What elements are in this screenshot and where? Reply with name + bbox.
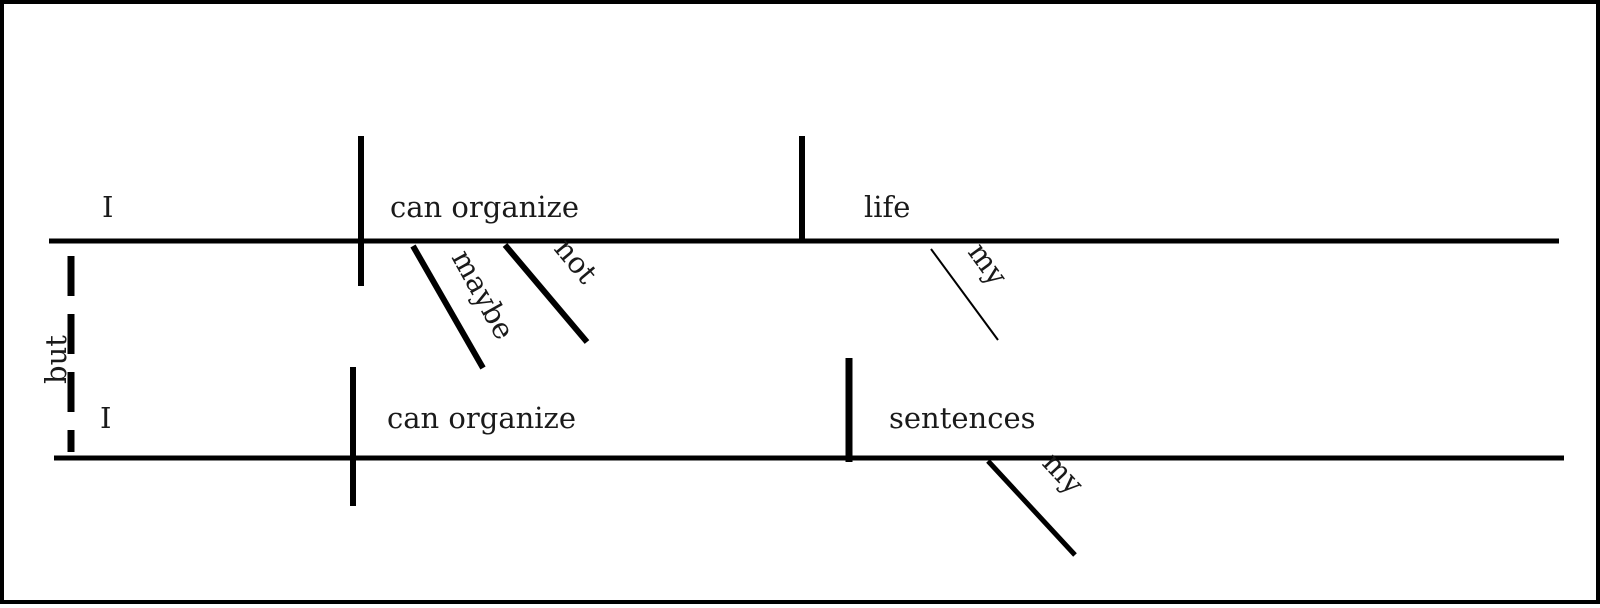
clause-1-object: life bbox=[864, 190, 910, 224]
clause-2-subject: I bbox=[100, 401, 111, 435]
modifier-not-line bbox=[502, 243, 590, 344]
clause-1-subject: I bbox=[102, 190, 113, 224]
modifier-maybe-line bbox=[410, 244, 486, 370]
clause-1-verb: can organize bbox=[390, 190, 579, 224]
modifier-my-sentences: my bbox=[1036, 446, 1091, 502]
modifier-my-life-line bbox=[930, 248, 999, 341]
modifier-my-sentences-line bbox=[986, 459, 1077, 557]
clause-2-verb: can organize bbox=[387, 401, 576, 435]
modifier-maybe: maybe bbox=[445, 244, 522, 345]
clause-2-object: sentences bbox=[889, 401, 1036, 435]
modifier-my-life: my bbox=[961, 236, 1015, 292]
sentence-diagram: I can organize life maybe not my but I c… bbox=[39, 136, 1564, 557]
conjunction-but: but bbox=[39, 335, 73, 384]
